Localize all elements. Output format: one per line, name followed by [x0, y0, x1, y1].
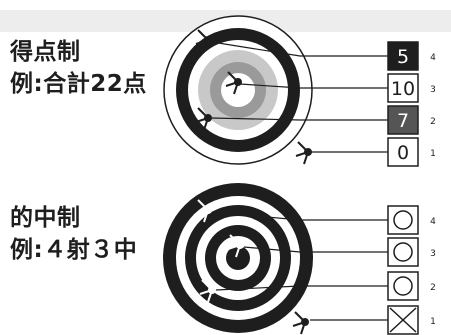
rank-number: 2: [430, 117, 436, 127]
leader-lines-scoring: [211, 41, 388, 153]
score-value: 5: [397, 46, 409, 68]
arrow-fletching-icon: [292, 311, 309, 335]
rank-number: 4: [430, 217, 436, 227]
points-example: 例:合計22点: [10, 71, 147, 97]
hits-example: 例:４射３中: [10, 237, 138, 263]
hit-box: [387, 205, 419, 235]
arrow-fletching-icon: [195, 107, 212, 131]
score-value: 0: [397, 142, 409, 164]
leader-lines-hits: [211, 211, 388, 321]
score-box: [387, 73, 419, 103]
hit-circle-icon: [393, 242, 413, 262]
scoring-target: [163, 15, 313, 165]
score-value: 7: [397, 110, 409, 132]
score-box: [387, 137, 419, 167]
arrow-fletching-icon: [195, 29, 212, 53]
hit-boxes: 4 3 2 1: [387, 205, 436, 335]
hit-target-center: [226, 246, 250, 270]
hit-circle-icon: [393, 276, 413, 296]
score-value: 10: [391, 78, 415, 100]
miss-cross-icon: [389, 307, 417, 333]
score-box: [387, 105, 419, 135]
score-boxes: 5 4 10 3 7 2 0 1: [387, 41, 436, 167]
hits-title: 的中制: [10, 205, 81, 231]
arrow-fletching-icon: [227, 234, 244, 258]
rank-number: 4: [430, 53, 436, 63]
arrow-fletching-icon: [195, 199, 212, 223]
hit-target: [163, 183, 313, 333]
arrow-fletching-icon: [199, 279, 216, 303]
target-center-white: [221, 73, 255, 107]
rank-number: 3: [430, 249, 436, 259]
rank-number: 1: [430, 149, 436, 159]
rank-number: 3: [430, 85, 436, 95]
rank-number: 2: [430, 283, 436, 293]
points-title: 得点制: [10, 39, 81, 65]
arrow-fletching-icon: [225, 71, 242, 95]
rank-number: 1: [430, 317, 436, 327]
score-box: [387, 41, 419, 71]
arrow-fletching-icon: [295, 141, 312, 165]
hit-box: [387, 271, 419, 301]
hit-circle-icon: [393, 210, 413, 230]
hit-box: [387, 237, 419, 267]
